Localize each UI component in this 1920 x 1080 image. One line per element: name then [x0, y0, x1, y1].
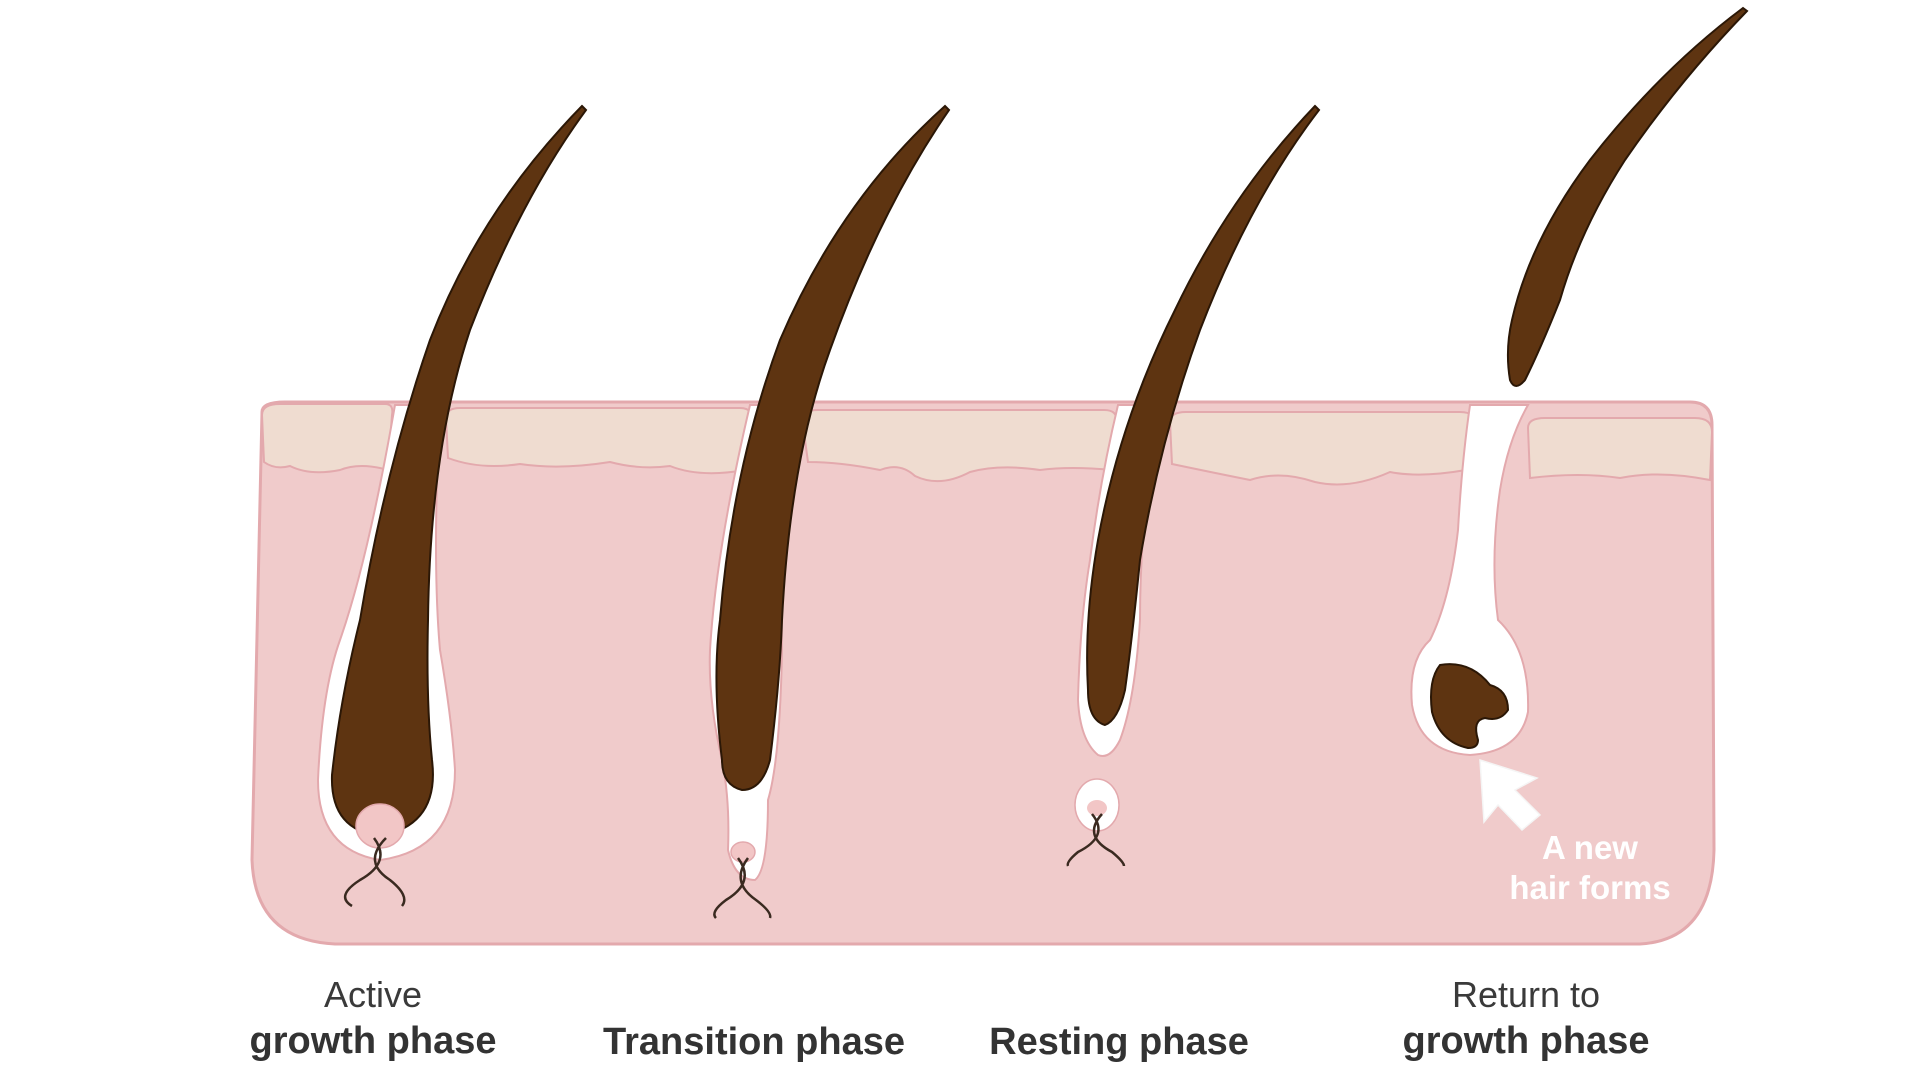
skin-dermis — [250, 400, 1716, 946]
epidermis-segment-2 — [444, 407, 754, 475]
blood-vessel — [713, 857, 772, 919]
epidermis-segment-3 — [800, 409, 1118, 483]
annotation-line1: A new — [1542, 829, 1638, 866]
phase-label-return-to-growth: Return to growth phase — [1316, 972, 1736, 1064]
new-hair-annotation: A new hair forms — [1470, 828, 1710, 908]
phase-label-transition: Transition phase — [544, 1019, 964, 1065]
hair-shaft — [1086, 104, 1321, 727]
new-hair-bulb — [1430, 663, 1510, 750]
phase-label-line2: Resting phase — [989, 1021, 1249, 1063]
shed-hair — [1506, 6, 1749, 387]
annotation-line2: hair forms — [1509, 869, 1671, 906]
blood-vessel — [1066, 813, 1126, 867]
epidermis-segment-1 — [260, 403, 394, 474]
phase-label-line2: growth phase — [249, 1020, 497, 1062]
phase-label-line2: Transition phase — [603, 1021, 905, 1063]
phase-label-line1: Active — [323, 974, 423, 1015]
follicle-return-to-growth — [1410, 6, 1749, 832]
dermal-papilla — [355, 803, 405, 849]
hair-shaft — [715, 104, 951, 792]
follicle-resting — [1066, 104, 1321, 867]
phase-label-active-growth: Active growth phase — [163, 972, 583, 1064]
follicle-active-growth — [316, 104, 588, 908]
phase-label-resting: Resting phase — [909, 1019, 1329, 1065]
papilla-core — [1087, 800, 1107, 816]
arrow-icon — [1479, 758, 1542, 832]
follicle-transition — [708, 104, 951, 919]
dermal-papilla — [730, 841, 756, 863]
phase-label-line2: growth phase — [1402, 1020, 1650, 1062]
epidermis-segment-4 — [1168, 411, 1476, 486]
blood-vessel — [343, 837, 406, 908]
phase-label-line1: Return to — [1451, 974, 1601, 1015]
epidermis-layer — [260, 403, 1714, 486]
epidermis-segment-5 — [1526, 417, 1714, 482]
